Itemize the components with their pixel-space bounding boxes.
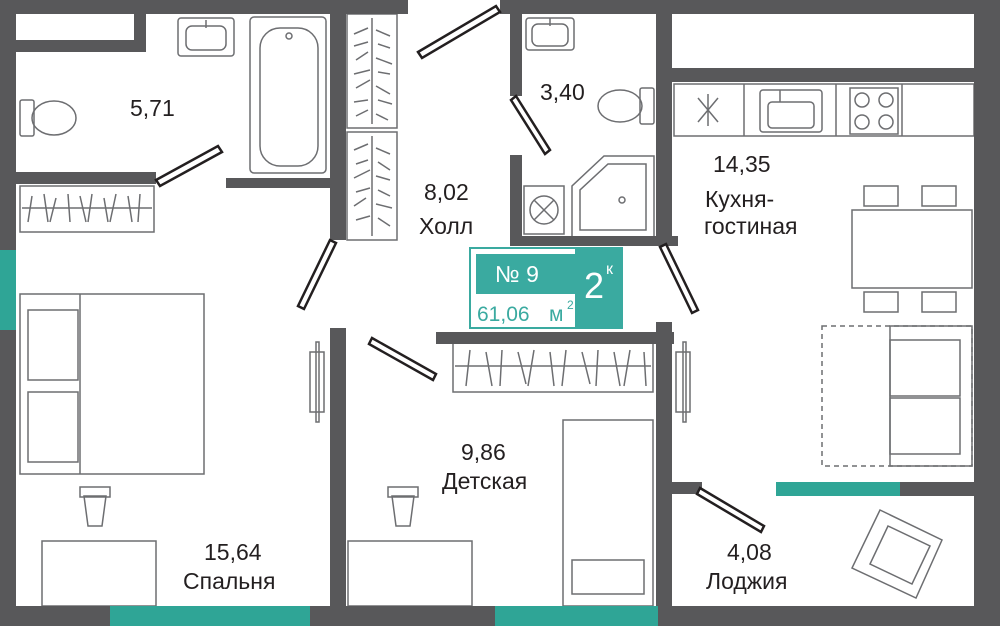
boiler-icon: [523, 185, 565, 235]
bedroom-wardrobe-icon: [19, 185, 155, 233]
kitchen-name-line2: гостиная: [704, 213, 798, 239]
badge-rooms-block: [575, 248, 622, 328]
sofa-icon: [821, 325, 973, 467]
window-bedroom-left: [0, 250, 16, 330]
nursery-door-icon: [367, 336, 438, 382]
loggia-name-label: Лоджия: [706, 568, 788, 594]
bathroom-sink-icon: [177, 17, 235, 57]
kitchen-door-icon: [658, 242, 700, 315]
kitchen-counter-icon: [673, 83, 975, 137]
entrance-door-icon: [416, 4, 502, 60]
wc-toilet-icon: [597, 87, 655, 125]
bedroom-bed-icon: [19, 293, 205, 475]
badge-number-block: [476, 254, 575, 294]
nursery-desk-icon: [347, 486, 473, 607]
nursery-area-label: 9,86: [461, 439, 506, 465]
apartment-number: № 9: [495, 261, 539, 287]
window-kitchen-loggia: [776, 482, 900, 496]
furniture-layer: [19, 13, 975, 607]
wc-door-icon: [509, 94, 552, 156]
hall-area-label: 8,02: [424, 179, 469, 205]
wc-sink-icon: [525, 17, 575, 51]
area-unit-power: 2: [567, 298, 574, 312]
window-bedroom-bottom: [110, 606, 310, 626]
rooms-suffix: к: [606, 261, 614, 278]
bedroom-desk-icon: [41, 486, 157, 607]
radiator-icon: [309, 341, 691, 423]
room-labels: 5,71 3,40 8,02 Холл 14,35 Кухня- гостина…: [130, 79, 798, 594]
kitchen-area-label: 14,35: [713, 151, 771, 177]
loggia-area-label: 4,08: [727, 539, 772, 565]
window-nursery-bottom: [495, 606, 658, 626]
hall-name-label: Холл: [419, 213, 473, 239]
apartment-badge: № 9 2 к 61,06 м 2: [469, 247, 623, 329]
windows-layer: [0, 250, 900, 626]
shower-icon: [571, 155, 655, 239]
bathroom-area-label: 5,71: [130, 95, 175, 121]
armchair-icon: [850, 508, 943, 600]
rooms-count: 2: [584, 265, 604, 306]
loggia-door-icon: [695, 486, 766, 534]
area-unit: м: [549, 303, 563, 326]
bedroom-area-label: 15,64: [204, 539, 262, 565]
bedroom-door-icon: [296, 238, 338, 311]
bathroom-toilet-icon: [19, 99, 77, 137]
bathroom-door-icon: [154, 144, 224, 188]
bathtub-icon: [249, 16, 327, 174]
nursery-bed-icon: [562, 419, 654, 607]
kitchen-name-line1: Кухня-: [705, 186, 774, 212]
total-area: 61,06: [477, 303, 530, 326]
nursery-name-label: Детская: [442, 468, 527, 494]
hall-wardrobe-icon: [346, 13, 398, 241]
doors-layer: [154, 4, 766, 534]
nursery-wardrobe-icon: [452, 341, 654, 393]
wc-area-label: 3,40: [540, 79, 585, 105]
dining-table-icon: [851, 185, 973, 313]
bedroom-name-label: Спальня: [183, 568, 275, 594]
